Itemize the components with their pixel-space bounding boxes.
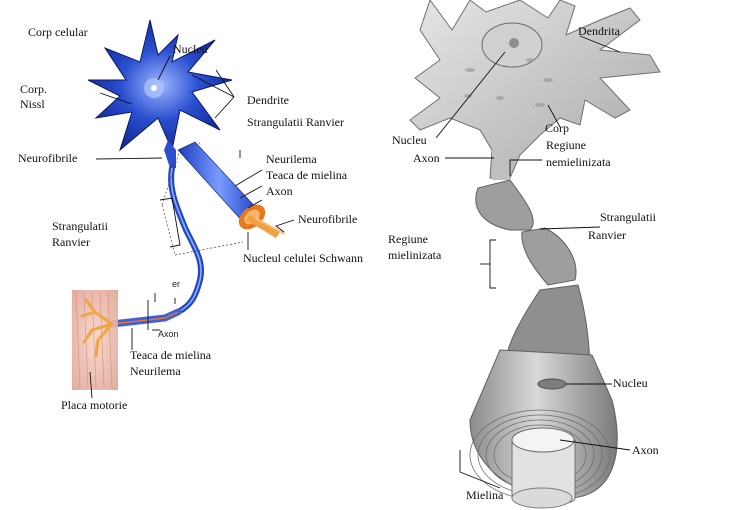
right-schwann-nucleus — [537, 378, 567, 390]
right-leader-lines — [435, 35, 631, 489]
label-corp-nissl-1: Corp. — [20, 82, 47, 96]
right-myelin-seg-1 — [475, 179, 534, 231]
left-axon-hillock — [164, 140, 176, 168]
left-neuron-illustration — [72, 19, 286, 390]
label-mielina: Mielina — [466, 488, 504, 502]
label-axon-bottom: Axon — [632, 443, 659, 457]
label-regiune-nemielinizata-2: nemielinizata — [546, 155, 611, 169]
label-nucleul-schwann: Nucleul celulei Schwann — [243, 251, 363, 265]
label-axon-top: Axon — [266, 184, 293, 198]
muscle-fiber — [72, 290, 118, 390]
left-leader-lines — [89, 55, 295, 399]
label-regiune-mielinizata-2: mielinizata — [388, 248, 442, 262]
label-neurilema-bottom: Neurilema — [130, 364, 181, 378]
label-nucleu-bottom: Nucleu — [613, 376, 648, 390]
right-labels: Dendrita Nucleu Axon Corp Regiune nemiel… — [388, 24, 659, 502]
left-labels: Corp celular Nucleu Corp. Nissl Dendrite… — [18, 25, 363, 412]
label-corp-celular: Corp celular — [28, 25, 88, 39]
right-soma — [409, 0, 661, 179]
label-neurofibrile-left: Neurofibrile — [18, 151, 77, 165]
label-regiune-mielinizata-1: Regiune — [388, 232, 428, 246]
label-dendrite: Dendrite — [247, 93, 289, 107]
label-neurofibrile-right: Neurofibrile — [298, 212, 357, 226]
label-corp: Corp — [545, 121, 569, 135]
motor-plate — [80, 298, 114, 358]
label-strangulatii-1: Strangulatii — [52, 219, 109, 233]
label-dendrita: Dendrita — [578, 24, 621, 38]
label-teaca-mielina-bottom: Teaca de mielina — [130, 348, 212, 362]
label-er-fragment: er — [172, 279, 180, 289]
label-corp-nissl-2: Nissl — [20, 97, 45, 111]
label-nucleu-top: Nucleu — [392, 133, 427, 147]
label-teaca-mielina-top: Teaca de mielina — [266, 168, 348, 182]
label-axon-small: Axon — [158, 329, 179, 339]
label-regiune-nemielinizata-1: Regiune — [546, 138, 586, 152]
label-strangulatii-ranvier-top: Strangulatii Ranvier — [247, 115, 344, 129]
label-strangulatii-right-2: Ranvier — [588, 228, 626, 242]
right-neuron-illustration — [409, 0, 661, 509]
label-nucleu: Nucleu — [173, 42, 208, 56]
label-axon-top-right: Axon — [413, 151, 440, 165]
label-strangulatii-right-1: Strangulatii — [600, 210, 657, 224]
label-neurilema-top: Neurilema — [266, 152, 317, 166]
left-myelinated-segment — [177, 141, 286, 238]
label-placa-motorie: Placa motorie — [61, 398, 127, 412]
label-strangulatii-2: Ranvier — [52, 235, 90, 249]
right-myelin-seg-2 — [521, 227, 577, 286]
